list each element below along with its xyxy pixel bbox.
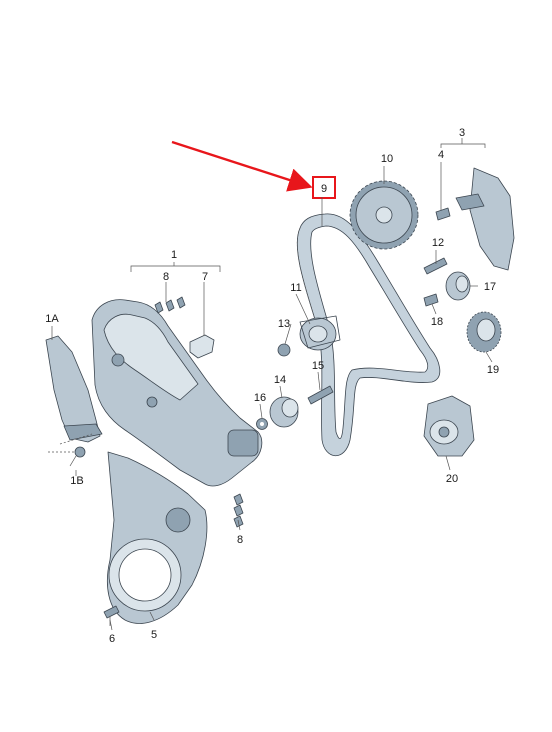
crankshaft-sprocket-part-19: [466, 311, 502, 353]
clips-part-8-upper: [154, 296, 186, 314]
bolt-part-4: [435, 207, 451, 221]
callout-18: 18: [431, 316, 443, 328]
callout-1: 1: [171, 249, 177, 261]
lower-cover-part-5: [107, 451, 208, 624]
callout-15: 15: [312, 360, 324, 372]
tensioner-part-11: [299, 315, 341, 351]
bolt-part-1b: [69, 446, 86, 467]
callout-7: 7: [202, 271, 208, 283]
callout-5: 5: [151, 629, 157, 641]
callout-6: 6: [109, 633, 115, 645]
callout-19: 19: [487, 364, 499, 376]
bolt-part-6: [103, 605, 120, 626]
callout-13: 13: [278, 318, 290, 330]
callout-8-upper: 8: [163, 271, 169, 283]
bolt-part-18: [423, 293, 439, 307]
callout-17: 17: [484, 281, 496, 293]
spacer-part-17: [445, 271, 471, 301]
timing-cover-upper: [91, 299, 263, 487]
callout-16: 16: [254, 392, 266, 404]
clip-part-7: [189, 334, 215, 359]
callout-labels: 1 8 7 1A 1B 3 4 10 9 12 11 17 18 13 15 1…: [45, 127, 499, 645]
callout-10: 10: [381, 153, 393, 165]
callout-9: 9: [321, 183, 327, 195]
bracket-part-3: [455, 167, 515, 271]
water-pump-part-20: [423, 395, 475, 457]
callout-3: 3: [459, 127, 465, 139]
nut-part-13: [277, 343, 291, 357]
idler-part-14: [269, 396, 299, 428]
stud-part-12: [423, 257, 448, 275]
highlight-box-part-9: [312, 176, 336, 199]
callout-20: 20: [446, 473, 458, 485]
callout-8-lower: 8: [237, 534, 243, 546]
callout-11: 11: [290, 282, 301, 294]
camshaft-sprocket-part-10: [349, 180, 419, 250]
callout-1b: 1B: [70, 475, 83, 487]
leader-lines: [48, 138, 493, 631]
stud-part-15: [307, 385, 334, 405]
callout-12: 12: [432, 237, 444, 249]
washer-part-16: [256, 418, 268, 430]
side-cover-part-1a: [45, 335, 103, 443]
callout-1a: 1A: [45, 313, 59, 325]
callout-14: 14: [274, 374, 286, 386]
timing-belt: [296, 213, 441, 457]
callout-4: 4: [438, 149, 444, 161]
red-pointer-arrow: [171, 140, 313, 192]
